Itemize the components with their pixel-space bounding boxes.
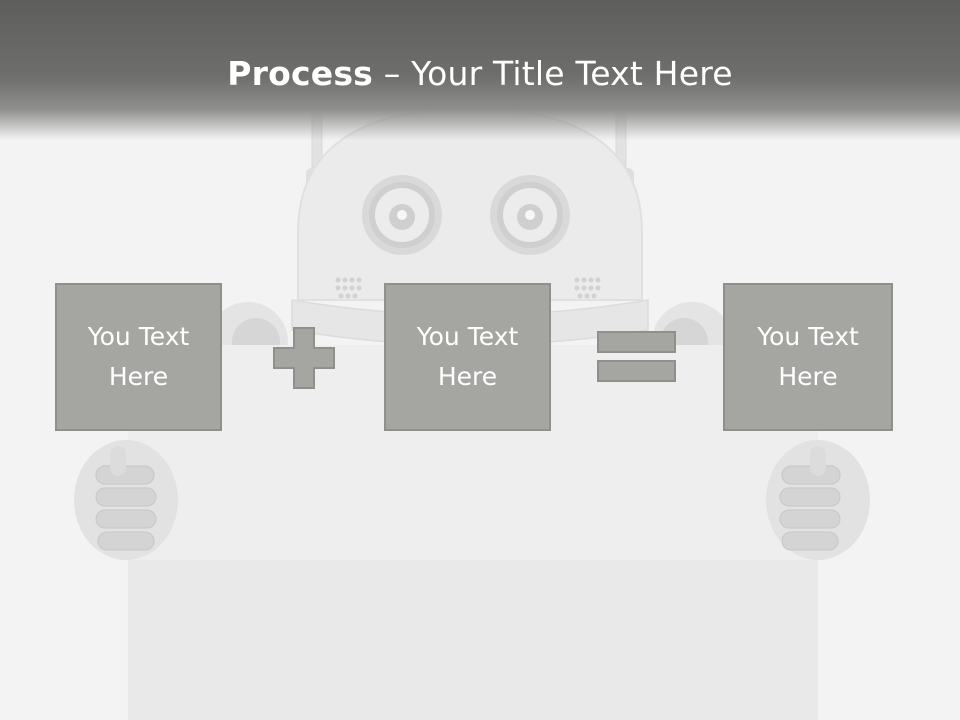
title-rest-part: – Your Title Text Here [373, 54, 733, 93]
equals-icon [597, 331, 676, 382]
plus-icon [273, 327, 335, 389]
process-box-2[interactable]: You Text Here [384, 283, 551, 431]
header-band [0, 0, 960, 140]
slide-title: Process – Your Title Text Here [0, 52, 960, 96]
process-box-1-text: You Text Here [87, 322, 190, 391]
process-box-2-text: You Text Here [416, 322, 519, 391]
process-box-3-text: You Text Here [757, 322, 859, 391]
title-bold-part: Process [227, 54, 374, 93]
process-box-3[interactable]: You Text Here [723, 283, 893, 431]
process-box-1[interactable]: You Text Here [55, 283, 222, 431]
